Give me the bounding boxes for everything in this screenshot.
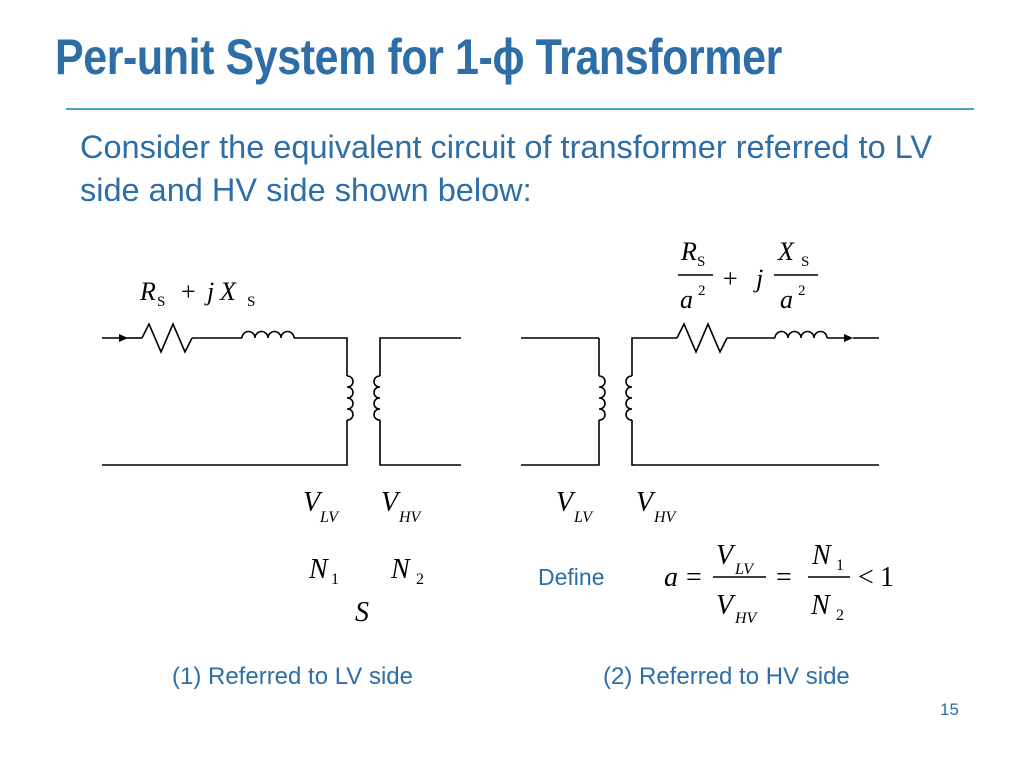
svg-text:N: N	[810, 590, 831, 621]
hv-impedance-label: R S a 2 + j X S a 2	[678, 237, 818, 314]
define-label: Define	[538, 564, 605, 590]
svg-text:j: j	[204, 277, 214, 306]
lv-inductor	[241, 330, 295, 339]
svg-text:HV: HV	[398, 509, 423, 526]
lv-primary-winding	[346, 375, 354, 421]
svg-text:a: a	[780, 285, 793, 314]
hv-secondary-winding	[625, 375, 633, 421]
svg-text:2: 2	[698, 283, 706, 299]
svg-text:a: a	[680, 285, 693, 314]
lv-voltage-labels: V LV V HV	[303, 487, 423, 526]
svg-text:1: 1	[331, 571, 339, 588]
svg-text:=: =	[686, 562, 702, 593]
svg-text:V: V	[303, 487, 323, 518]
intro-text: Consider the equivalent circuit of trans…	[80, 129, 933, 208]
svg-text:X: X	[219, 277, 237, 306]
svg-text:<: <	[858, 562, 874, 593]
lv-circuit	[102, 321, 461, 466]
hv-circuit	[521, 321, 879, 466]
hv-inductor	[774, 330, 828, 339]
svg-text:N: N	[308, 554, 329, 585]
svg-text:V: V	[716, 540, 736, 571]
svg-text:2: 2	[836, 607, 844, 624]
svg-text:S: S	[697, 254, 705, 270]
svg-text:2: 2	[416, 571, 424, 588]
svg-text:LV: LV	[734, 561, 755, 578]
title-divider	[66, 108, 974, 110]
svg-text:R: R	[139, 277, 156, 306]
svg-text:V: V	[556, 487, 576, 518]
svg-text:LV: LV	[319, 509, 340, 526]
hv-primary-winding	[598, 375, 606, 421]
svg-text:V: V	[716, 590, 736, 621]
lv-secondary-winding	[373, 375, 381, 421]
hv-resistor	[676, 321, 728, 355]
lv-resistor	[141, 321, 193, 355]
svg-text:2: 2	[798, 283, 806, 299]
svg-text:V: V	[636, 487, 656, 518]
rating-symbol: S	[355, 597, 369, 628]
svg-text:1: 1	[836, 557, 844, 574]
lv-impedance-label: R S + j X S	[139, 277, 255, 310]
svg-text:S: S	[157, 294, 165, 310]
svg-text:S: S	[247, 294, 255, 310]
svg-text:j: j	[753, 264, 763, 293]
svg-text:HV: HV	[734, 610, 759, 627]
svg-text:=: =	[776, 562, 792, 593]
svg-text:+: +	[181, 277, 196, 306]
hv-voltage-labels: V LV V HV	[556, 487, 678, 526]
page-number: 15	[940, 700, 959, 719]
turns-labels: N 1 N 2 S	[308, 554, 424, 628]
svg-text:HV: HV	[653, 509, 678, 526]
svg-text:S: S	[801, 254, 809, 270]
svg-text:a: a	[664, 562, 678, 593]
hv-output-arrow-icon	[844, 334, 853, 342]
slide-title: Per-unit System for 1-ϕ Transformer	[55, 29, 782, 85]
svg-text:N: N	[811, 540, 832, 571]
turns-ratio-definition: a = V LV V HV = N 1 N 2 < 1	[664, 540, 894, 627]
svg-text:1: 1	[880, 562, 894, 593]
svg-text:X: X	[777, 237, 795, 266]
svg-text:R: R	[680, 237, 697, 266]
svg-text:+: +	[723, 264, 738, 293]
svg-text:LV: LV	[573, 509, 594, 526]
caption-hv-side: (2) Referred to HV side	[603, 663, 850, 690]
caption-lv-side: (1) Referred to LV side	[172, 663, 413, 690]
svg-text:V: V	[381, 487, 401, 518]
lv-input-arrow-icon	[119, 334, 128, 342]
svg-text:N: N	[390, 554, 411, 585]
